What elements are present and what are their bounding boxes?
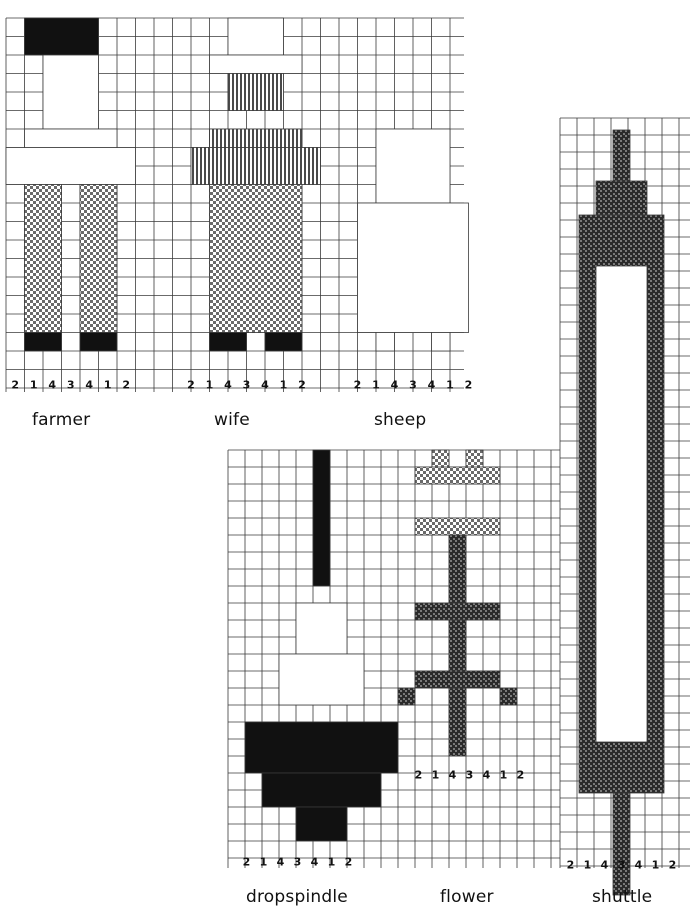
treadle-number: 4 bbox=[224, 378, 232, 391]
wife-bonnet bbox=[210, 18, 303, 74]
treadle-number: 3 bbox=[67, 378, 75, 391]
sheep-body bbox=[358, 129, 469, 351]
treadle-number: 2 bbox=[345, 855, 353, 868]
treadle-number: 2 bbox=[187, 378, 195, 391]
treadle-number: 2 bbox=[122, 378, 130, 391]
treadle-number: 3 bbox=[294, 855, 302, 868]
treadle-number: 2 bbox=[243, 855, 251, 868]
farmer-hat bbox=[25, 18, 99, 55]
treadle-number: 3 bbox=[618, 858, 626, 871]
treadle-number: 3 bbox=[466, 768, 474, 781]
treadle-number: 3 bbox=[409, 378, 417, 391]
treadle-number: 2 bbox=[298, 378, 306, 391]
treadle-number: 2 bbox=[567, 858, 575, 871]
flower-blossoms bbox=[415, 450, 500, 535]
treadle-number: 1 bbox=[446, 378, 454, 391]
treadle-number: 2 bbox=[415, 768, 423, 781]
treadle-number: 1 bbox=[260, 855, 268, 868]
treadle-number: 4 bbox=[277, 855, 285, 868]
dropspindle-upper bbox=[279, 603, 364, 705]
treadle-number: 1 bbox=[104, 378, 112, 391]
treadle-number: 1 bbox=[280, 378, 288, 391]
flower-stem bbox=[398, 535, 517, 756]
wife-shoes bbox=[210, 333, 303, 352]
treadle-number: 4 bbox=[85, 378, 93, 391]
treadle-number: 1 bbox=[372, 378, 380, 391]
treadle-number: 1 bbox=[584, 858, 592, 871]
treadle-number: 4 bbox=[428, 378, 436, 391]
farmer-head-body bbox=[6, 55, 136, 185]
treadle-number: 2 bbox=[517, 768, 525, 781]
treadle-number: 1 bbox=[500, 768, 508, 781]
treadle-number: 4 bbox=[391, 378, 399, 391]
treadle-number: 2 bbox=[465, 378, 473, 391]
treadle-number: 4 bbox=[635, 858, 643, 871]
treadle-number: 1 bbox=[206, 378, 214, 391]
shuttle-center bbox=[596, 266, 647, 742]
treadle-number: 2 bbox=[11, 378, 19, 391]
treadle-number: 4 bbox=[449, 768, 457, 781]
treadle-number: 4 bbox=[261, 378, 269, 391]
treadle-number: 1 bbox=[432, 768, 440, 781]
wife-label: wife bbox=[214, 410, 250, 430]
shuttle-label: shuttle bbox=[592, 887, 652, 907]
upper-pattern-figures bbox=[6, 18, 469, 351]
treadle-number: 4 bbox=[48, 378, 56, 391]
treadle-number: 4 bbox=[601, 858, 609, 871]
treadle-number: 2 bbox=[354, 378, 362, 391]
treadle-number: 2 bbox=[669, 858, 677, 871]
treadle-number: 3 bbox=[243, 378, 251, 391]
treadle-number: 1 bbox=[30, 378, 38, 391]
treadle-number: 4 bbox=[311, 855, 319, 868]
treadle-number: 1 bbox=[652, 858, 660, 871]
wife-shawl bbox=[191, 74, 321, 185]
treadle-number: 1 bbox=[328, 855, 336, 868]
farmer-boots bbox=[25, 333, 118, 352]
dropspindle-shaft bbox=[313, 450, 330, 586]
dropspindle-label: dropspindle bbox=[246, 887, 348, 907]
treadle-number: 4 bbox=[483, 768, 491, 781]
wife-skirt bbox=[210, 185, 303, 333]
dropspindle-whorl bbox=[245, 722, 398, 841]
farmer-label: farmer bbox=[32, 410, 90, 430]
sheep-label: sheep bbox=[374, 410, 426, 430]
flower-label: flower bbox=[440, 887, 494, 907]
